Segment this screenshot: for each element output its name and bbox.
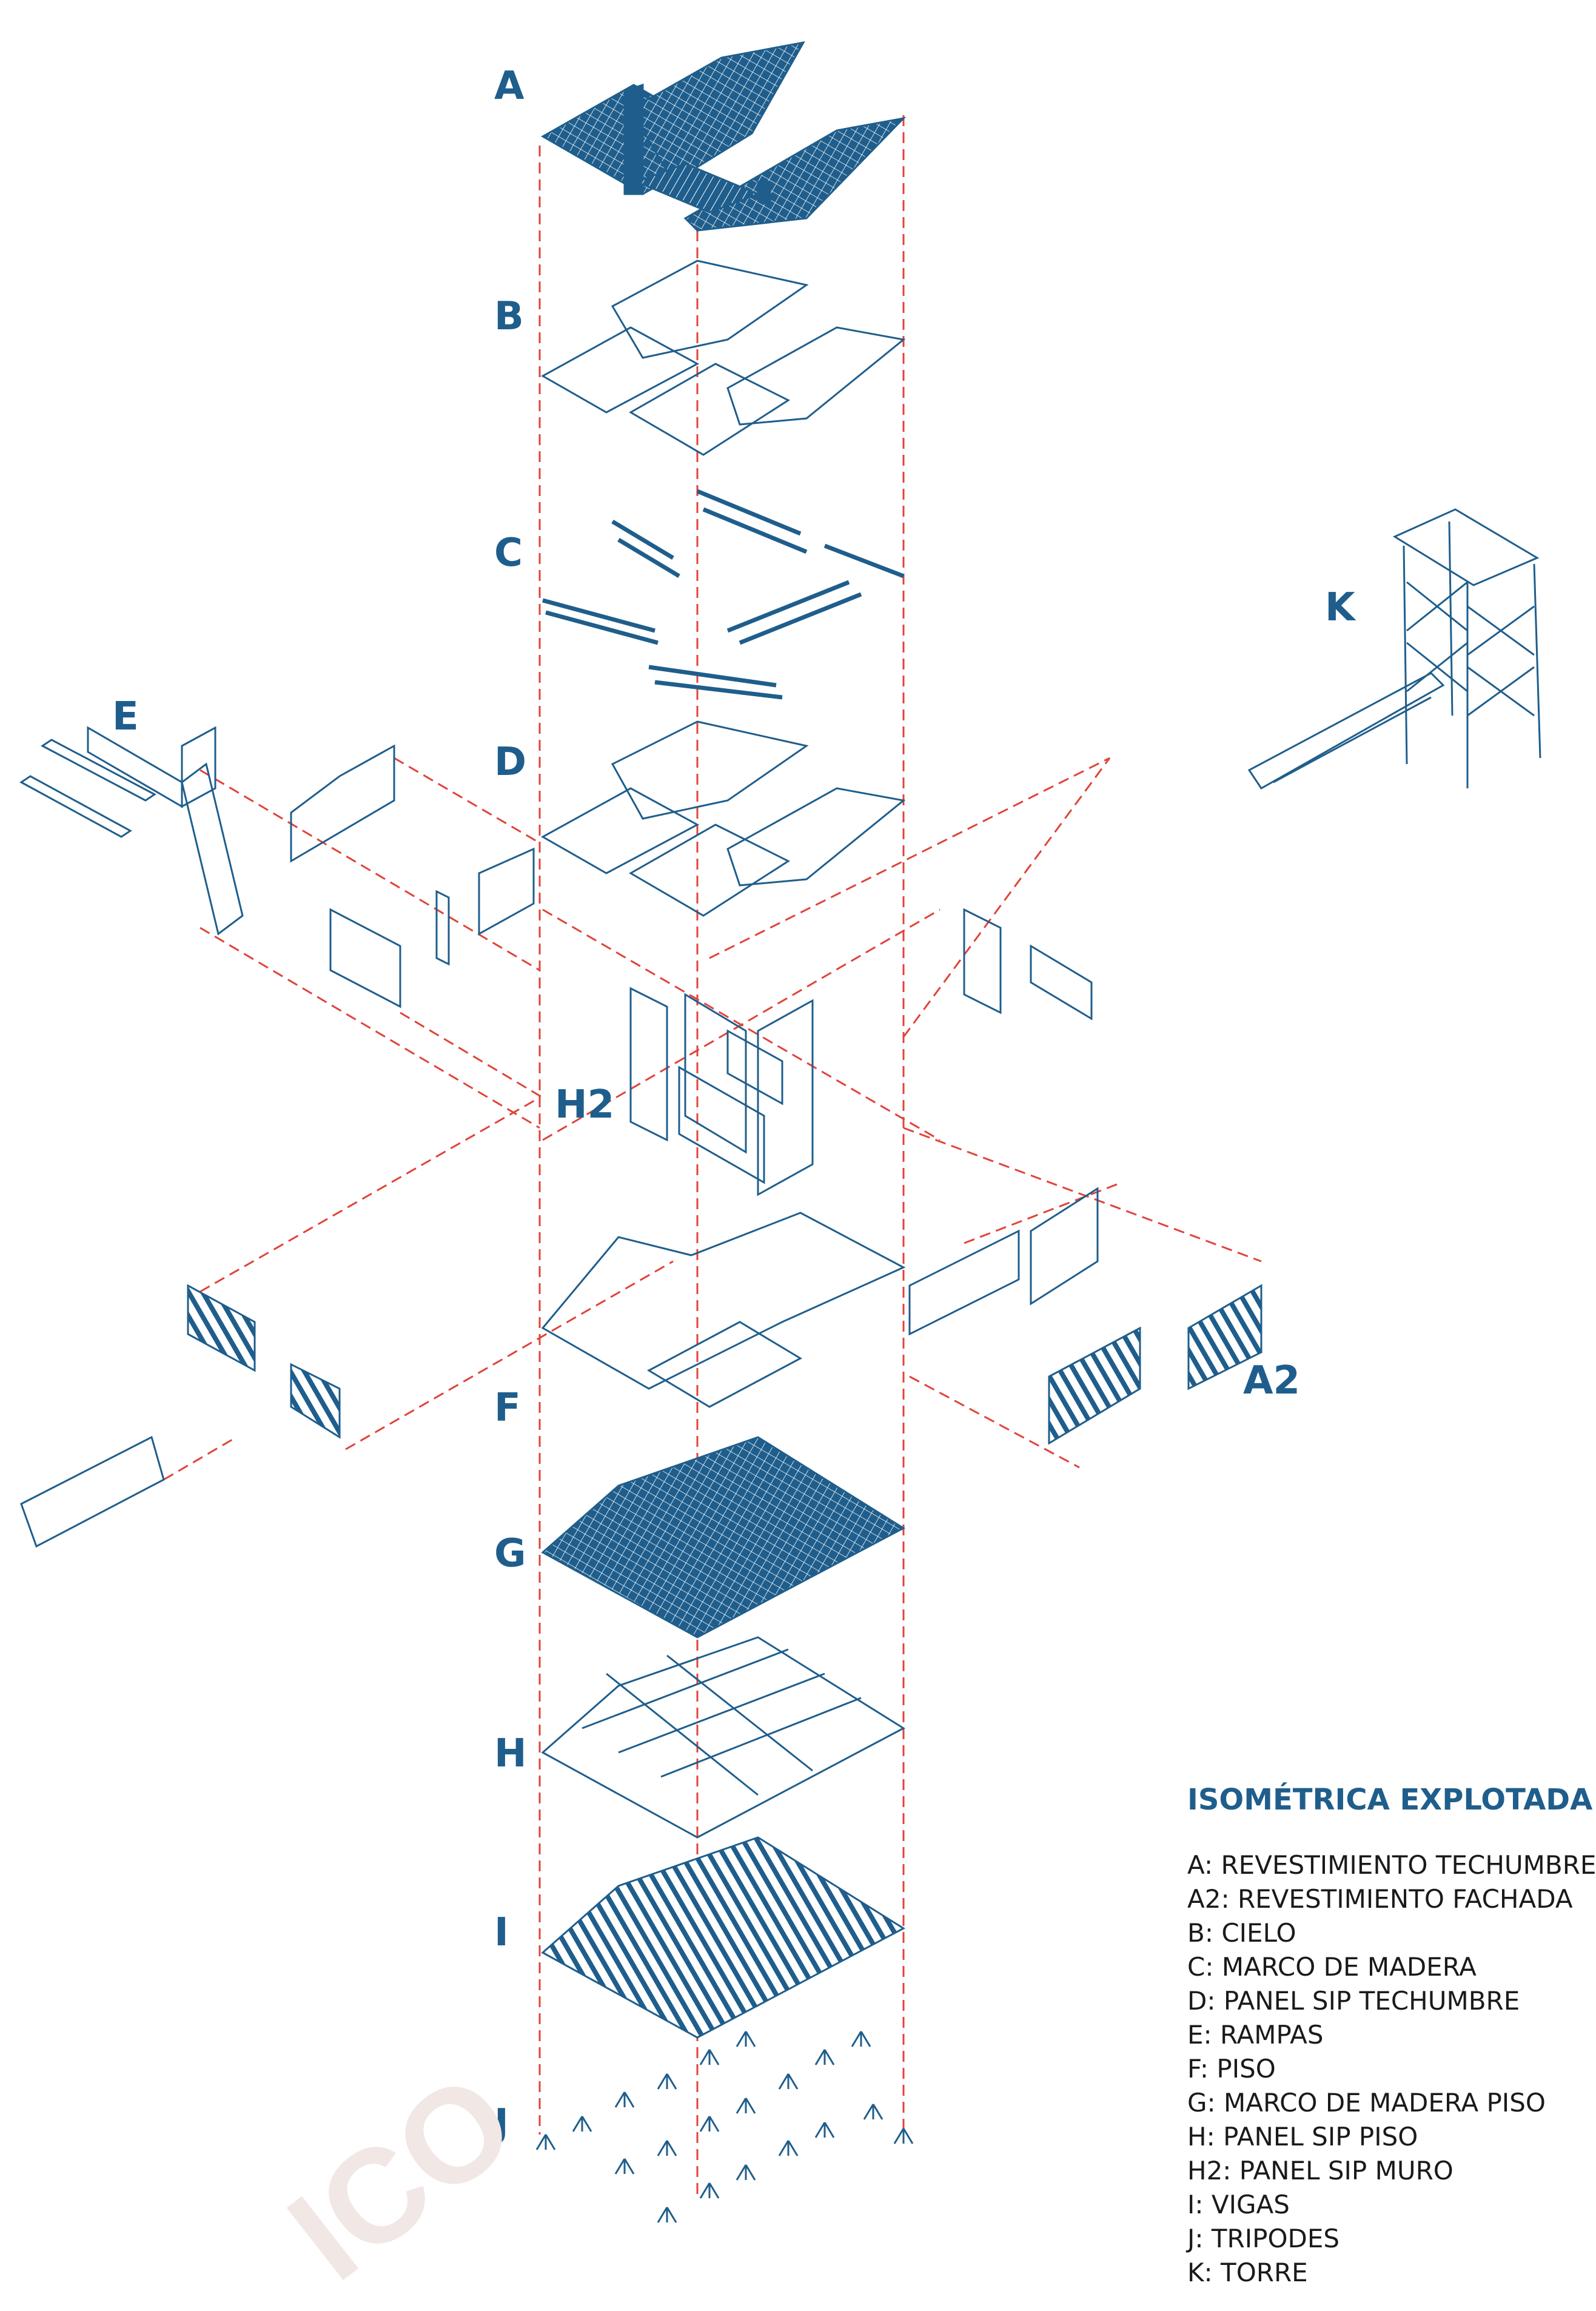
label-b: B [494,294,524,339]
tripod [778,2073,799,2090]
tripod [535,2134,556,2150]
layer-g-floor-frame [541,1436,906,1638]
label-a2: A2 [1243,1358,1301,1403]
label-f: F [494,1386,521,1431]
tripod [657,2140,677,2156]
legend: ISOMÉTRICA EXPLOTADA A: REVESTIMIENTO TE… [1187,1783,1596,2290]
tripod [657,2073,677,2090]
tripod [699,2049,720,2065]
layer-k-tower [1247,508,1541,790]
tripod [814,2049,835,2065]
tripod [814,2122,835,2138]
legend-item-a2: A2: REVESTIMIENTO FACHADA [1187,1884,1573,1914]
tripod [736,2031,756,2047]
label-d: D [494,740,527,785]
tripod [614,2158,635,2175]
tripod [778,2140,799,2156]
tripod [614,2091,635,2108]
layer-d-sip-roof [540,720,906,917]
legend-item-h2: H2: PANEL SIP MURO [1187,2156,1454,2185]
legend-item-d: D: PANEL SIP TECHUMBRE [1187,1986,1520,2016]
label-e: E [112,694,139,739]
layer-e-ramps [19,726,535,1548]
legend-item-g: G: MARCO DE MADERA PISO [1187,2088,1546,2118]
tripod [851,2031,871,2047]
label-k: K [1325,585,1355,630]
legend-item-b: B: CIELO [1187,1918,1296,1948]
legend-item-a: A: REVESTIMIENTO TECHUMBRE [1187,1850,1596,1880]
legend-item-h: H: PANEL SIP PISO [1187,2122,1418,2152]
tripod [893,2128,914,2144]
layer-h2-sip-walls [629,987,814,1196]
projection-guides [163,115,1262,2195]
legend-item-k: K: TORRE [1187,2258,1308,2287]
legend-item-i: I: VIGAS [1187,2190,1290,2219]
legend-item-c: C: MARCO DE MADERA [1187,1952,1477,1982]
layer-a2-facade [187,908,1262,1445]
layer-c-timber-frame [542,489,905,700]
layer-a-roof-cladding [540,41,907,232]
tripod [657,2207,677,2223]
label-c: C [494,531,523,575]
tripod [699,2116,720,2132]
tripod [863,2104,884,2120]
tripod [572,2116,592,2132]
layer-b-ceiling [540,260,906,456]
legend-item-f: F: PISO [1187,2054,1276,2084]
tripod [736,2098,756,2114]
label-h2: H2 [555,1082,615,1127]
tripod [736,2164,756,2181]
legend-list: A: REVESTIMIENTO TECHUMBRE A2: REVESTIMI… [1187,1848,1596,2290]
legend-title: ISOMÉTRICA EXPLOTADA [1187,1783,1593,1817]
label-h: H [494,1731,527,1776]
layer-h-sip-floor [541,1636,906,1839]
tripod [699,2182,720,2199]
layer-i-beams [541,1836,906,2039]
label-a: A [494,64,525,109]
legend-item-e: E: RAMPAS [1187,2020,1324,2050]
legend-item-j: J: TRIPODES [1187,2224,1340,2253]
layer-f-floor [541,1212,906,1408]
label-i: I [494,1910,509,1955]
label-g: G [494,1531,526,1576]
label-j: J [494,2101,509,2146]
layer-j-tripods [535,2031,914,2223]
